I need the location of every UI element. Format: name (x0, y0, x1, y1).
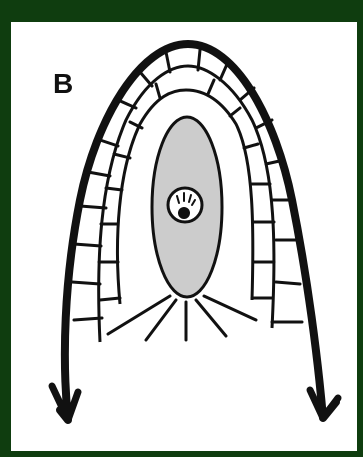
panel-label: B (53, 70, 73, 98)
nucleus-dot (178, 207, 190, 219)
